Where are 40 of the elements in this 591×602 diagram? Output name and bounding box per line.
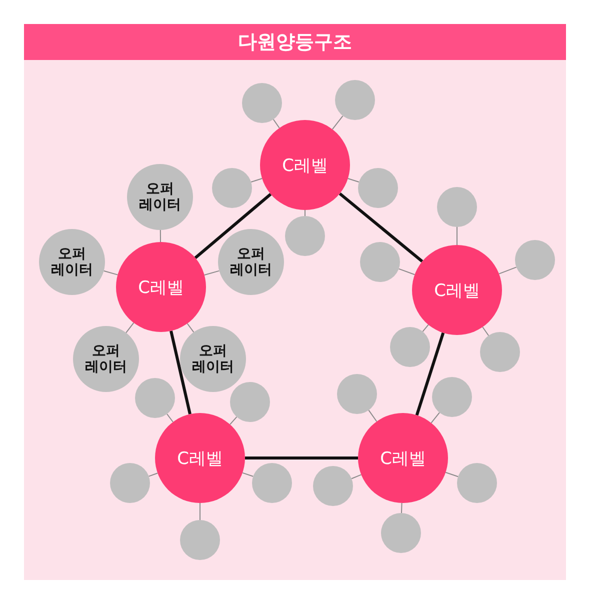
operator-label: 오퍼 레이터 bbox=[50, 246, 94, 278]
connector-line bbox=[194, 192, 272, 260]
link-line bbox=[186, 323, 194, 333]
level-label: C레벨 bbox=[138, 276, 184, 298]
link-line bbox=[230, 416, 238, 425]
link-line bbox=[422, 324, 429, 332]
link-line bbox=[368, 410, 378, 422]
level-label: C레벨 bbox=[380, 448, 426, 470]
link-line bbox=[304, 210, 306, 216]
link-line bbox=[456, 226, 458, 246]
link-line bbox=[103, 270, 118, 276]
link-line bbox=[445, 472, 459, 478]
link-line bbox=[332, 115, 344, 130]
operator-label: 오퍼 레이터 bbox=[84, 342, 128, 376]
link-line bbox=[430, 412, 440, 424]
link-line bbox=[498, 266, 517, 274]
link-line bbox=[351, 474, 362, 480]
operator-label: 오퍼 레이터 bbox=[229, 246, 273, 278]
link-line bbox=[166, 414, 174, 422]
link-line bbox=[250, 178, 263, 182]
level-label: C레벨 bbox=[434, 280, 480, 302]
title-bar: 다원양등구조 bbox=[24, 24, 566, 60]
link-line bbox=[242, 472, 254, 477]
connector-line bbox=[245, 456, 358, 460]
connector-line bbox=[338, 192, 424, 263]
link-line bbox=[160, 230, 161, 242]
connector-line bbox=[415, 332, 445, 416]
link-line bbox=[482, 326, 490, 336]
connector-line bbox=[170, 330, 192, 414]
link-line bbox=[398, 268, 416, 276]
level-label: C레벨 bbox=[177, 448, 223, 470]
link-line bbox=[126, 322, 134, 334]
operator-label: 오퍼 레이터 bbox=[191, 342, 235, 376]
operator-label: 오퍼 레이터 bbox=[138, 180, 182, 214]
link-line bbox=[401, 502, 402, 514]
link-line bbox=[204, 270, 220, 276]
link-line bbox=[148, 472, 158, 477]
level-label: C레벨 bbox=[282, 154, 328, 176]
link-line bbox=[272, 118, 280, 128]
link-line bbox=[347, 178, 360, 182]
